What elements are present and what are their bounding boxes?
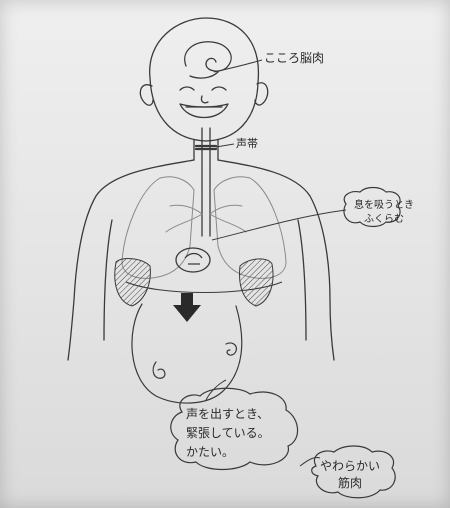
bronchi	[166, 205, 246, 232]
leader-vocal	[216, 144, 234, 147]
label-voice-line-3: かたい。	[186, 443, 270, 462]
inner-arm-right	[298, 220, 306, 340]
inner-arm-left	[104, 220, 112, 340]
right-eye	[212, 87, 226, 90]
left-eye	[180, 87, 194, 90]
label-brain-muscle: こころ脳肉	[264, 52, 324, 66]
vocal-cord-mark	[196, 146, 216, 149]
leader-soft	[300, 457, 320, 466]
heart	[176, 248, 210, 272]
trachea	[202, 128, 210, 236]
down-arrow-icon	[173, 293, 201, 322]
abdomen-squiggle	[153, 343, 236, 378]
label-soft-line-1: やわらかい	[320, 458, 380, 475]
mouth	[180, 104, 228, 118]
label-breathing-line-2: ふくらむ	[354, 213, 414, 227]
brain-sketch	[185, 42, 231, 78]
head-outline	[150, 18, 259, 141]
leader-brain	[214, 60, 262, 72]
label-breathing: 息を吸うとき ふくらむ	[354, 199, 414, 227]
body-right	[218, 160, 334, 360]
left-side-muscle	[115, 259, 151, 306]
label-soft-line-2: 筋肉	[320, 475, 380, 492]
nose	[201, 96, 208, 103]
label-soft-muscle: やわらかい 筋肉	[320, 458, 380, 492]
label-voice-line-1: 声を出すとき、	[186, 405, 270, 424]
right-side-muscle	[240, 259, 274, 306]
label-voice-line-2: 緊張している。	[186, 424, 270, 443]
label-vocal-cords: 声帯	[236, 138, 258, 151]
label-voice-tense: 声を出すとき、 緊張している。 かたい。	[186, 405, 270, 462]
label-breathing-line-1: 息を吸うとき	[354, 199, 414, 213]
